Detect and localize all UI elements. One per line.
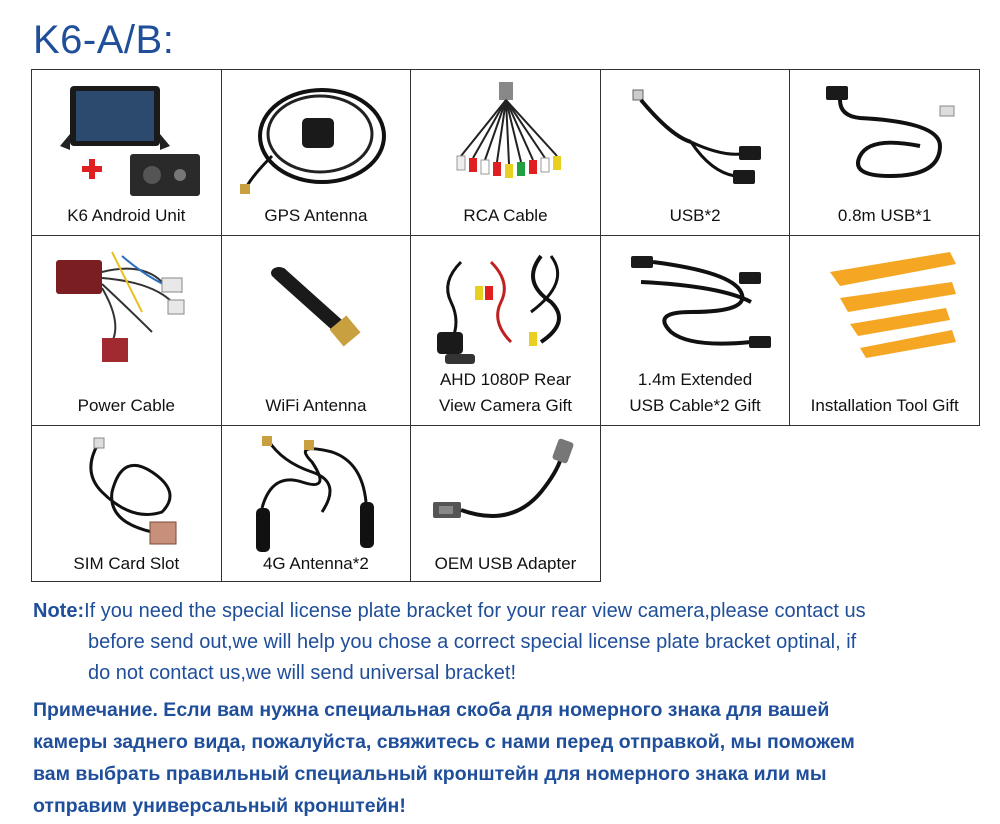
item-label: 4G Antenna*2	[262, 554, 369, 573]
note-line: do not contact us,we will send universal…	[88, 662, 516, 684]
usb-adapter-icon	[433, 438, 574, 518]
item-label: 0.8m USB*1	[837, 206, 932, 225]
item-label: K6 Android Unit	[67, 206, 186, 225]
note-ru-line: вам выбрать правильный специальный кронш…	[33, 763, 827, 785]
note-lead: Note:	[33, 600, 85, 622]
item-label: USB Cable*2 Gift	[629, 396, 761, 415]
sim-slot-icon	[89, 437, 177, 545]
item-cell-rear-camera: AHD 1080P Rear View Camera Gift	[411, 236, 601, 426]
android-unit-icon	[60, 86, 200, 196]
item-cell-wifi-antenna: WiFi Antenna	[221, 236, 412, 426]
note-ru-line: отправим универсальный кронштейн!	[33, 795, 406, 817]
4g-antenna-icon	[255, 436, 374, 552]
item-cell-extended-usb: 1.4m Extended USB Cable*2 Gift	[600, 236, 791, 426]
item-label: Power Cable	[77, 396, 175, 415]
page-title: K6-A/B:	[33, 18, 175, 62]
note-line: before send out,we will help you chose a…	[88, 631, 857, 653]
item-cell-gps-antenna: GPS Antenna	[221, 70, 412, 236]
note-ru-line: Примечание. Если вам нужна специальная с…	[33, 699, 830, 721]
item-cell-usb-adapter: OEM USB Adapter	[411, 426, 601, 582]
grid-row: SIM Card Slot 4G Antenna*2 OEM USB Adapt…	[32, 426, 980, 582]
item-cell-android-unit: K6 Android Unit	[32, 70, 222, 236]
wifi-antenna-icon	[270, 267, 361, 347]
grid-row: Power Cable WiFi Antenna AHD 108	[32, 236, 980, 426]
rear-camera-icon	[437, 254, 562, 364]
usb-cable-icon	[632, 89, 761, 184]
accessory-grid: K6 Android Unit GPS Antenna	[31, 69, 980, 582]
note-russian: Примечание. Если вам нужна специальная с…	[33, 694, 983, 822]
item-cell-sim-slot: SIM Card Slot	[32, 426, 222, 582]
item-label: WiFi Antenna	[265, 396, 367, 415]
note-english: Note:If you need the special license pla…	[33, 596, 983, 689]
item-cell-power-cable: Power Cable	[32, 236, 222, 426]
item-cell-installation-tool: Installation Tool Gift	[790, 236, 980, 426]
item-cell-rca-cable: RCA Cable	[411, 70, 601, 236]
item-cell-usb-x2: USB*2	[600, 70, 791, 236]
item-label: Installation Tool Gift	[810, 396, 959, 415]
item-label: USB*2	[669, 206, 721, 225]
pry-tool-icon	[830, 252, 957, 358]
note-line: If you need the special license plate br…	[84, 600, 866, 622]
usb-cable-icon	[826, 86, 955, 179]
rca-cable-icon	[456, 82, 562, 178]
item-label: GPS Antenna	[264, 206, 368, 225]
note-ru-line: камеры заднего вида, пожалуйста, свяжите…	[33, 731, 855, 753]
item-label: RCA Cable	[463, 206, 548, 225]
gps-antenna-icon	[239, 88, 386, 194]
item-label: SIM Card Slot	[73, 554, 180, 573]
grid-row: K6 Android Unit GPS Antenna	[32, 70, 980, 236]
item-label: View Camera Gift	[439, 396, 572, 415]
power-cable-icon	[56, 251, 185, 362]
item-label: OEM USB Adapter	[434, 554, 577, 573]
item-cell-4g-antenna: 4G Antenna*2	[221, 426, 412, 582]
item-cell-usb-08m: 0.8m USB*1	[790, 70, 980, 236]
item-label: 1.4m Extended	[637, 370, 753, 389]
item-label: AHD 1080P Rear	[439, 370, 571, 389]
usb-cable-icon	[630, 256, 771, 348]
